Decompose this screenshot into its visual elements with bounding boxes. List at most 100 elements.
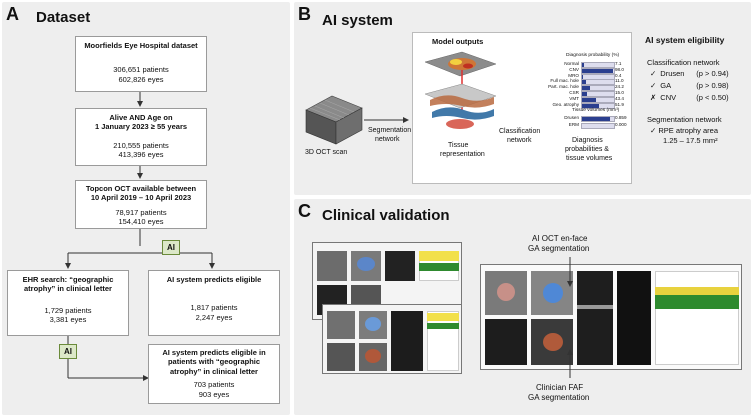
age-filter-title-2: 1 January 2023 ≥ 55 years: [94, 122, 188, 132]
age-filter-patients: 210,555 patients: [113, 140, 169, 150]
ai-badge-2: AI: [59, 344, 77, 359]
dataset-box-title: Moorfields Eye Hospital dataset: [84, 41, 198, 50]
tissue-row: ERM 0.000: [548, 121, 628, 129]
diag-caption-1: Diagnosis: [572, 137, 603, 144]
eligibility-item: ✗CNV (p < 0.50): [650, 93, 729, 102]
seg-network-label-2: network: [375, 136, 400, 143]
diagnosis-value: 24.2: [615, 84, 624, 90]
ai-oct-label-2: GA segmentation: [528, 244, 590, 253]
ehr-search-title-2: atrophy” in clinical letter: [24, 284, 112, 294]
combined-box: AI system predicts eligible in patients …: [148, 344, 280, 404]
combined-title-3: atrophy” in clinical letter: [170, 366, 258, 376]
diagnosis-bar-track: [581, 79, 615, 86]
eligibility-seg-net: Segmentation network: [647, 115, 722, 124]
diagnosis-row: Normal 7.1: [548, 61, 628, 68]
ai-predicts-title: AI system predicts eligible: [166, 275, 262, 284]
diagnosis-value: 7.1: [615, 61, 622, 66]
diagnosis-name: Full mac. hole: [550, 78, 579, 84]
eligibility-class-net: Classification network: [647, 58, 720, 67]
diagnosis-name: CNV: [569, 66, 579, 72]
eligibility-item-condition: (p > 0.94): [696, 69, 729, 78]
diagnosis-name: CSR: [569, 90, 579, 95]
diagnosis-bar-track: [581, 91, 615, 97]
diagnosis-name: VMT: [569, 95, 579, 101]
validation-screenshot-middle: [322, 304, 462, 374]
clin-faf-label-1: Clinician FAF: [536, 383, 584, 392]
cross-icon: ✗: [650, 93, 657, 102]
tissue-bar-fill: [582, 117, 610, 121]
ehr-search-patients: 1,729 patients: [44, 305, 92, 315]
age-filter-title-1: Alive AND Age on: [109, 113, 173, 122]
diagnosis-bar-fill: [582, 86, 590, 91]
diagnosis-value: 11.0: [615, 78, 624, 84]
check-icon: ✓: [650, 69, 657, 78]
diagnosis-bar-track: [581, 102, 615, 109]
ai-predicts-patients: 1,817 patients: [190, 303, 238, 313]
diagnosis-name: MRO: [568, 72, 579, 78]
combined-patients: 703 patients: [193, 380, 235, 390]
clin-faf-label-2: GA segmentation: [528, 393, 590, 402]
ehr-search-box: EHR search: “geographic atrophy” in clin…: [7, 270, 129, 336]
diagnosis-bar-fill: [582, 97, 596, 102]
panel-b-title: AI system: [322, 12, 393, 29]
diagnosis-value: 15.0: [615, 90, 624, 95]
diagnosis-bar-track: [581, 73, 615, 80]
panel-a-label: A: [6, 4, 19, 24]
class-network-label-1: Classification: [499, 128, 541, 135]
tissue-name: Drusen: [564, 115, 579, 120]
ai-predicts-eyes: 2,247 eyes: [195, 312, 233, 322]
diag-caption-2: probabilities &: [565, 146, 609, 153]
diag-caption-3: tissue volumes: [566, 155, 613, 162]
tissue-value: 0.859: [615, 115, 627, 120]
check-icon: ✓: [650, 126, 657, 135]
tissue-value: 0.000: [615, 121, 627, 127]
class-network-label-2: network: [507, 137, 532, 144]
diagnosis-value: 0.4: [615, 72, 622, 78]
tissue-rep-label-1: Tissue: [448, 142, 469, 149]
eligibility-item-name: CNV: [660, 93, 677, 102]
diagnosis-name: Normal: [564, 61, 579, 66]
eligibility-rpe-row: ✓ RPE atrophy area: [650, 126, 718, 135]
ehr-search-eyes: 3,381 eyes: [49, 315, 87, 325]
combined-eyes: 903 eyes: [198, 389, 230, 399]
tissue-header: Tissue volumes (mm³): [572, 108, 620, 113]
diagnosis-bar-fill: [582, 92, 587, 96]
diagnosis-header: Diagnosis probability (%): [566, 53, 620, 58]
panel-b-label: B: [298, 4, 311, 24]
diagnosis-bar-fill: [582, 80, 586, 85]
ehr-search-title-1: EHR search: “geographic: [22, 275, 114, 284]
eligibility-rpe: RPE atrophy area: [658, 126, 719, 135]
oct-filter-box: Topcon OCT available between 10 April 20…: [75, 180, 207, 229]
oct-filter-eyes: 154,410 eyes: [118, 217, 164, 227]
oct-filter-patients: 78,917 patients: [115, 207, 167, 217]
eligibility-title: AI system eligibility: [645, 35, 725, 45]
seg-network-label-1: Segmentation: [368, 127, 412, 134]
diagnosis-name: Geo. atrophy: [552, 101, 579, 107]
diagnosis-bar-track: [581, 85, 615, 92]
age-filter-box: Alive AND Age on 1 January 2023 ≥ 55 yea…: [75, 108, 207, 166]
tissue-rep-label-2: representation: [440, 151, 485, 158]
ai-oct-label-1: AI OCT en-face: [532, 234, 588, 243]
panel-c-label: C: [298, 201, 311, 221]
diagnosis-row: MRO 0.4: [548, 72, 628, 80]
diagnosis-bar-track: [581, 62, 615, 68]
ai-predicts-box: AI system predicts eligible 1,817 patien…: [148, 270, 280, 336]
age-filter-eyes: 413,396 eyes: [118, 150, 164, 160]
eligibility-item-name: Drusen: [660, 69, 685, 78]
diagnosis-bar-fill: [582, 103, 599, 108]
eligibility-item-condition: (p < 0.50): [696, 93, 729, 102]
combined-title-1: AI system predicts eligible in: [162, 348, 266, 357]
diagnosis-bar-track: [581, 96, 615, 103]
dataset-box-patients: 306,651 patients: [113, 65, 169, 75]
panel-a-title: Dataset: [36, 9, 91, 26]
diagnosis-value: 98.0: [615, 66, 624, 72]
oct-filter-title-2: 10 April 2019 – 10 April 2023: [90, 193, 192, 203]
diagnosis-row: Full mac. hole 11.0: [548, 78, 628, 86]
dataset-box-eyes: 602,826 eyes: [118, 74, 164, 84]
diagnosis-bar-track: [581, 67, 615, 74]
tissue-name: ERM: [568, 121, 579, 127]
